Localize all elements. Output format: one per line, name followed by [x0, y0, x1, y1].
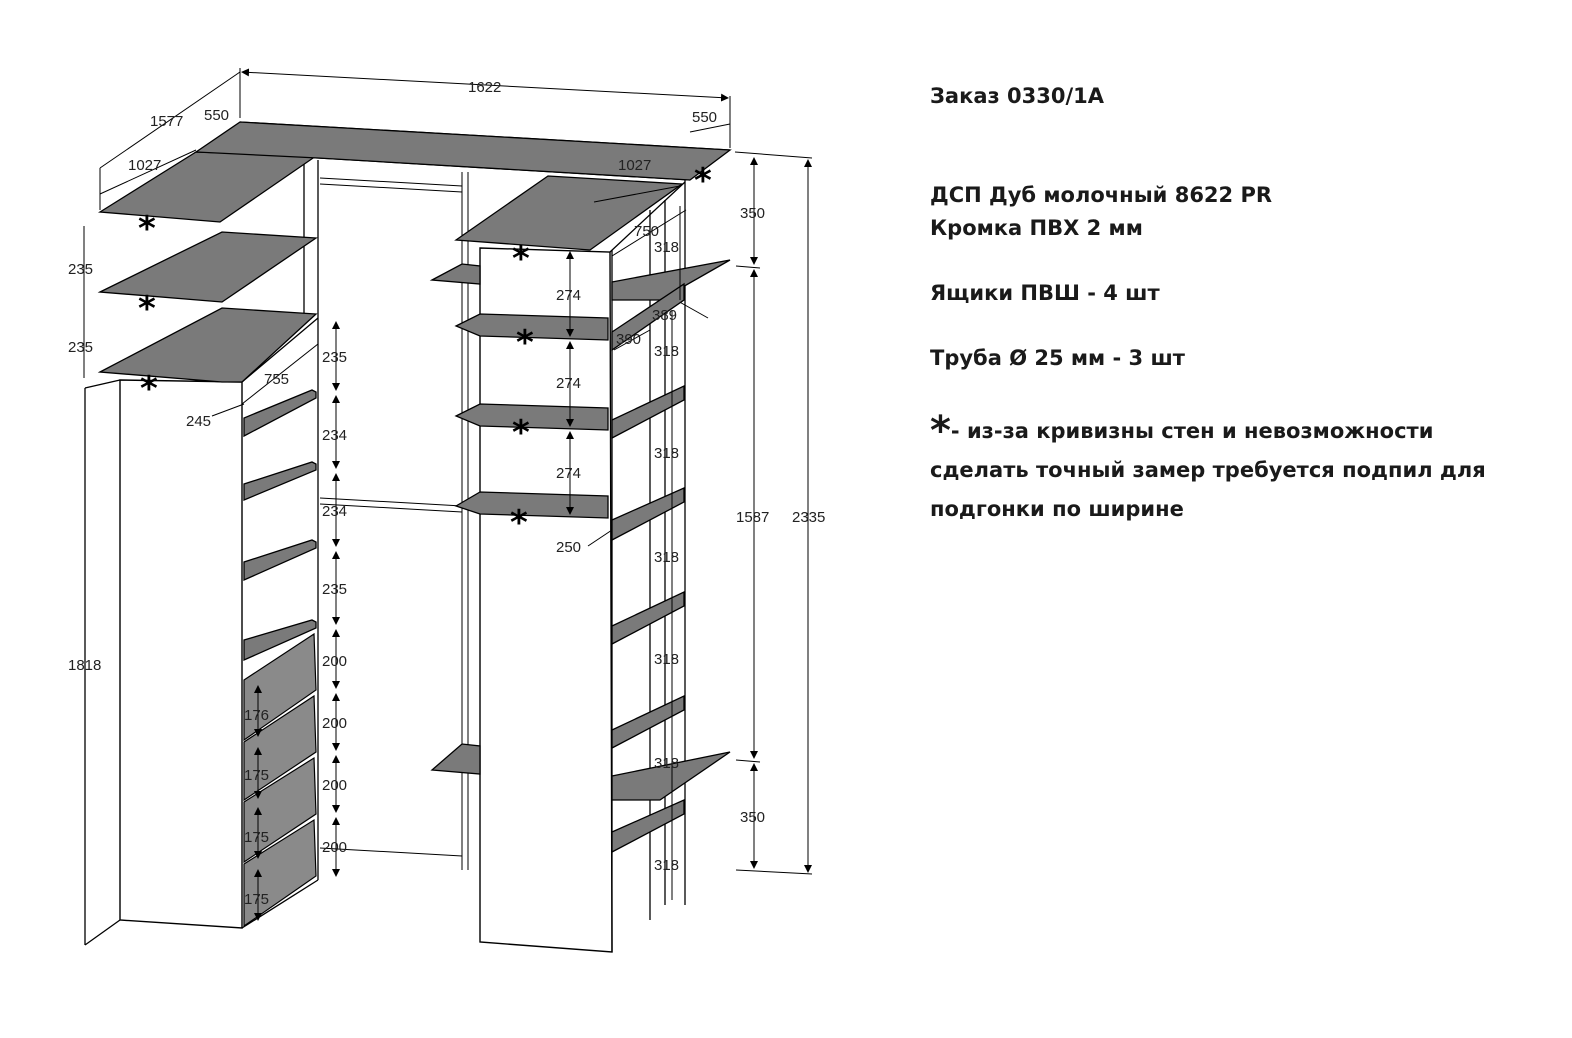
- dim-right-318a: 318: [654, 239, 679, 256]
- dim-left-shelf-width: 1027: [128, 157, 161, 174]
- star-mark: *: [510, 503, 528, 543]
- star-note-line-2: сделать точный замер требуется подпил дл…: [930, 458, 1486, 482]
- left-top-shelves: [97, 121, 732, 383]
- dim-col-200d: 200: [322, 839, 347, 856]
- dim-total-width: 1622: [468, 79, 501, 96]
- dim-right-318f: 318: [654, 755, 679, 772]
- dim-mid-274c: 274: [556, 465, 581, 482]
- star-mark: *: [512, 413, 530, 453]
- dim-right-shelf-width: 1027: [618, 157, 651, 174]
- dim-left-depth-total: 1577: [150, 113, 183, 130]
- star-note-line-1: *- из-за кривизны стен и невозможности: [930, 411, 1550, 451]
- dim-col-235a: 235: [322, 349, 347, 366]
- drawer-1: [243, 632, 317, 742]
- order-notes: Заказ 0330/1А ДСП Дуб молочный 8622 PR К…: [930, 80, 1550, 526]
- shelf-mid-top: [454, 175, 684, 251]
- dim-drawer-175a: 175: [244, 767, 269, 784]
- edge-banding: Кромка ПВХ 2 мм: [930, 216, 1143, 240]
- dim-left-height: 1818: [68, 657, 101, 674]
- dim-col-200b: 200: [322, 715, 347, 732]
- shelf-left-top-back: [194, 121, 732, 181]
- star-mark: *: [140, 369, 158, 409]
- pipe-count: Труба Ø 25 мм - 3 шт: [930, 346, 1185, 370]
- drawer-3: [243, 756, 317, 864]
- dim-mid-274a: 274: [556, 287, 581, 304]
- dim-height-top: 350: [740, 205, 765, 222]
- dim-col-235b: 235: [322, 581, 347, 598]
- star-symbol: *: [930, 408, 951, 454]
- dim-shelf-390: 390: [616, 331, 641, 348]
- star-mark: *: [138, 289, 156, 329]
- dim-drawer-175b: 175: [244, 829, 269, 846]
- cut-marks: * * * * * * * *: [138, 161, 712, 543]
- shelf-left-2: [97, 231, 318, 303]
- shelf-mid-2: [454, 403, 609, 431]
- right-column-shelves: [611, 259, 731, 854]
- dim-height-mid: 1587: [736, 509, 769, 526]
- star-mark: *: [512, 239, 530, 279]
- dim-col-234a: 234: [322, 427, 347, 444]
- left-column: [84, 160, 319, 946]
- dim-right-318e: 318: [654, 651, 679, 668]
- dim-right-top-depth: 550: [692, 109, 717, 126]
- dim-drawer-176: 176: [244, 707, 269, 724]
- drawers-count: Ящики ПВШ - 4 шт: [930, 281, 1160, 305]
- star-mark: *: [694, 161, 712, 201]
- dim-right-318d: 318: [654, 549, 679, 566]
- dim-right-318c: 318: [654, 445, 679, 462]
- material: ДСП Дуб молочный 8622 PR: [930, 183, 1273, 207]
- shelf-mid-3: [454, 491, 609, 519]
- star-note-line-3: подгонки по ширине: [930, 497, 1184, 521]
- dim-shelf-750: 750: [634, 223, 659, 240]
- dim-shelf-389: 389: [652, 307, 677, 324]
- dim-col-200a: 200: [322, 653, 347, 670]
- dimension-lines: [83, 68, 813, 921]
- drawer-2: [243, 694, 317, 802]
- dim-shelf-755: 755: [264, 371, 289, 388]
- star-note-text-1: - из-за кривизны стен и невозможности: [950, 419, 1434, 443]
- dim-left-gap-2: 235: [68, 339, 93, 356]
- dim-shelf-250: 250: [556, 539, 581, 556]
- dim-height-total: 2335: [792, 509, 825, 526]
- dim-drawer-175c: 175: [244, 891, 269, 908]
- dim-right-318b: 318: [654, 343, 679, 360]
- dim-shelf-245: 245: [186, 413, 211, 430]
- dim-col-200c: 200: [322, 777, 347, 794]
- shelf-left-3: [97, 307, 318, 383]
- drawer-4: [243, 818, 317, 928]
- dimension-labels: 1622 1577 550 550 1027 1027 2335 1587 35…: [68, 79, 825, 908]
- dim-left-gap-1: 235: [68, 261, 93, 278]
- left-inner-shelves: [243, 389, 317, 928]
- dim-height-bottom: 350: [740, 809, 765, 826]
- order-number: Заказ 0330/1А: [930, 84, 1105, 108]
- dim-col-234b: 234: [322, 503, 347, 520]
- star-mark: *: [516, 323, 534, 363]
- dim-mid-274b: 274: [556, 375, 581, 392]
- dim-right-318g: 318: [654, 857, 679, 874]
- dim-left-top-depth: 550: [204, 107, 229, 124]
- star-mark: *: [138, 209, 156, 249]
